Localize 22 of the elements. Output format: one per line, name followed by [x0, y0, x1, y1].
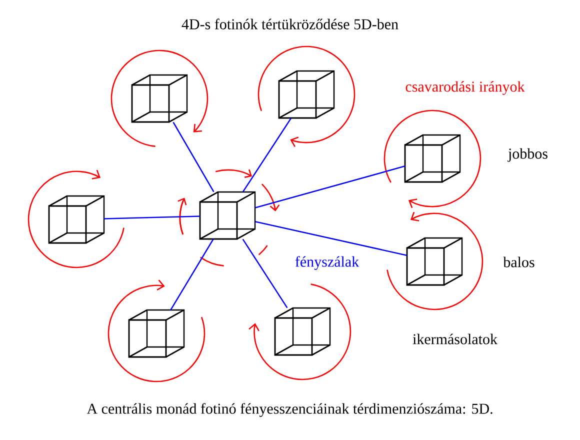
light-fiber	[172, 122, 214, 192]
light-fiber	[255, 221, 407, 256]
light-fiber	[104, 216, 200, 220]
cube-drawing	[128, 309, 185, 358]
side-label: jobbos	[508, 148, 548, 162]
side-label: balos	[503, 256, 534, 268]
light-fiber	[170, 238, 214, 310]
cube-drawing	[404, 134, 461, 183]
cube-drawing	[48, 195, 105, 244]
fiber-label: fényszálak	[295, 256, 360, 270]
light-fiber	[242, 238, 288, 308]
copy-label: ikermásolatok	[412, 334, 498, 344]
cube-drawing	[131, 74, 188, 123]
light-fiber	[242, 118, 292, 192]
caption: A centrális monád fotinó fényesszenciáinak térdimenziószáma: 5D.	[86, 403, 492, 417]
cube-drawing	[406, 237, 463, 286]
light-fiber	[255, 166, 405, 208]
rotation-label: csavarodási irányok	[406, 81, 525, 95]
cube-drawing	[199, 191, 256, 240]
cube-drawing	[274, 307, 331, 356]
cube-drawing	[278, 70, 335, 119]
title: 4D-s fotinók tértükröződése 5D-ben	[182, 18, 398, 30]
